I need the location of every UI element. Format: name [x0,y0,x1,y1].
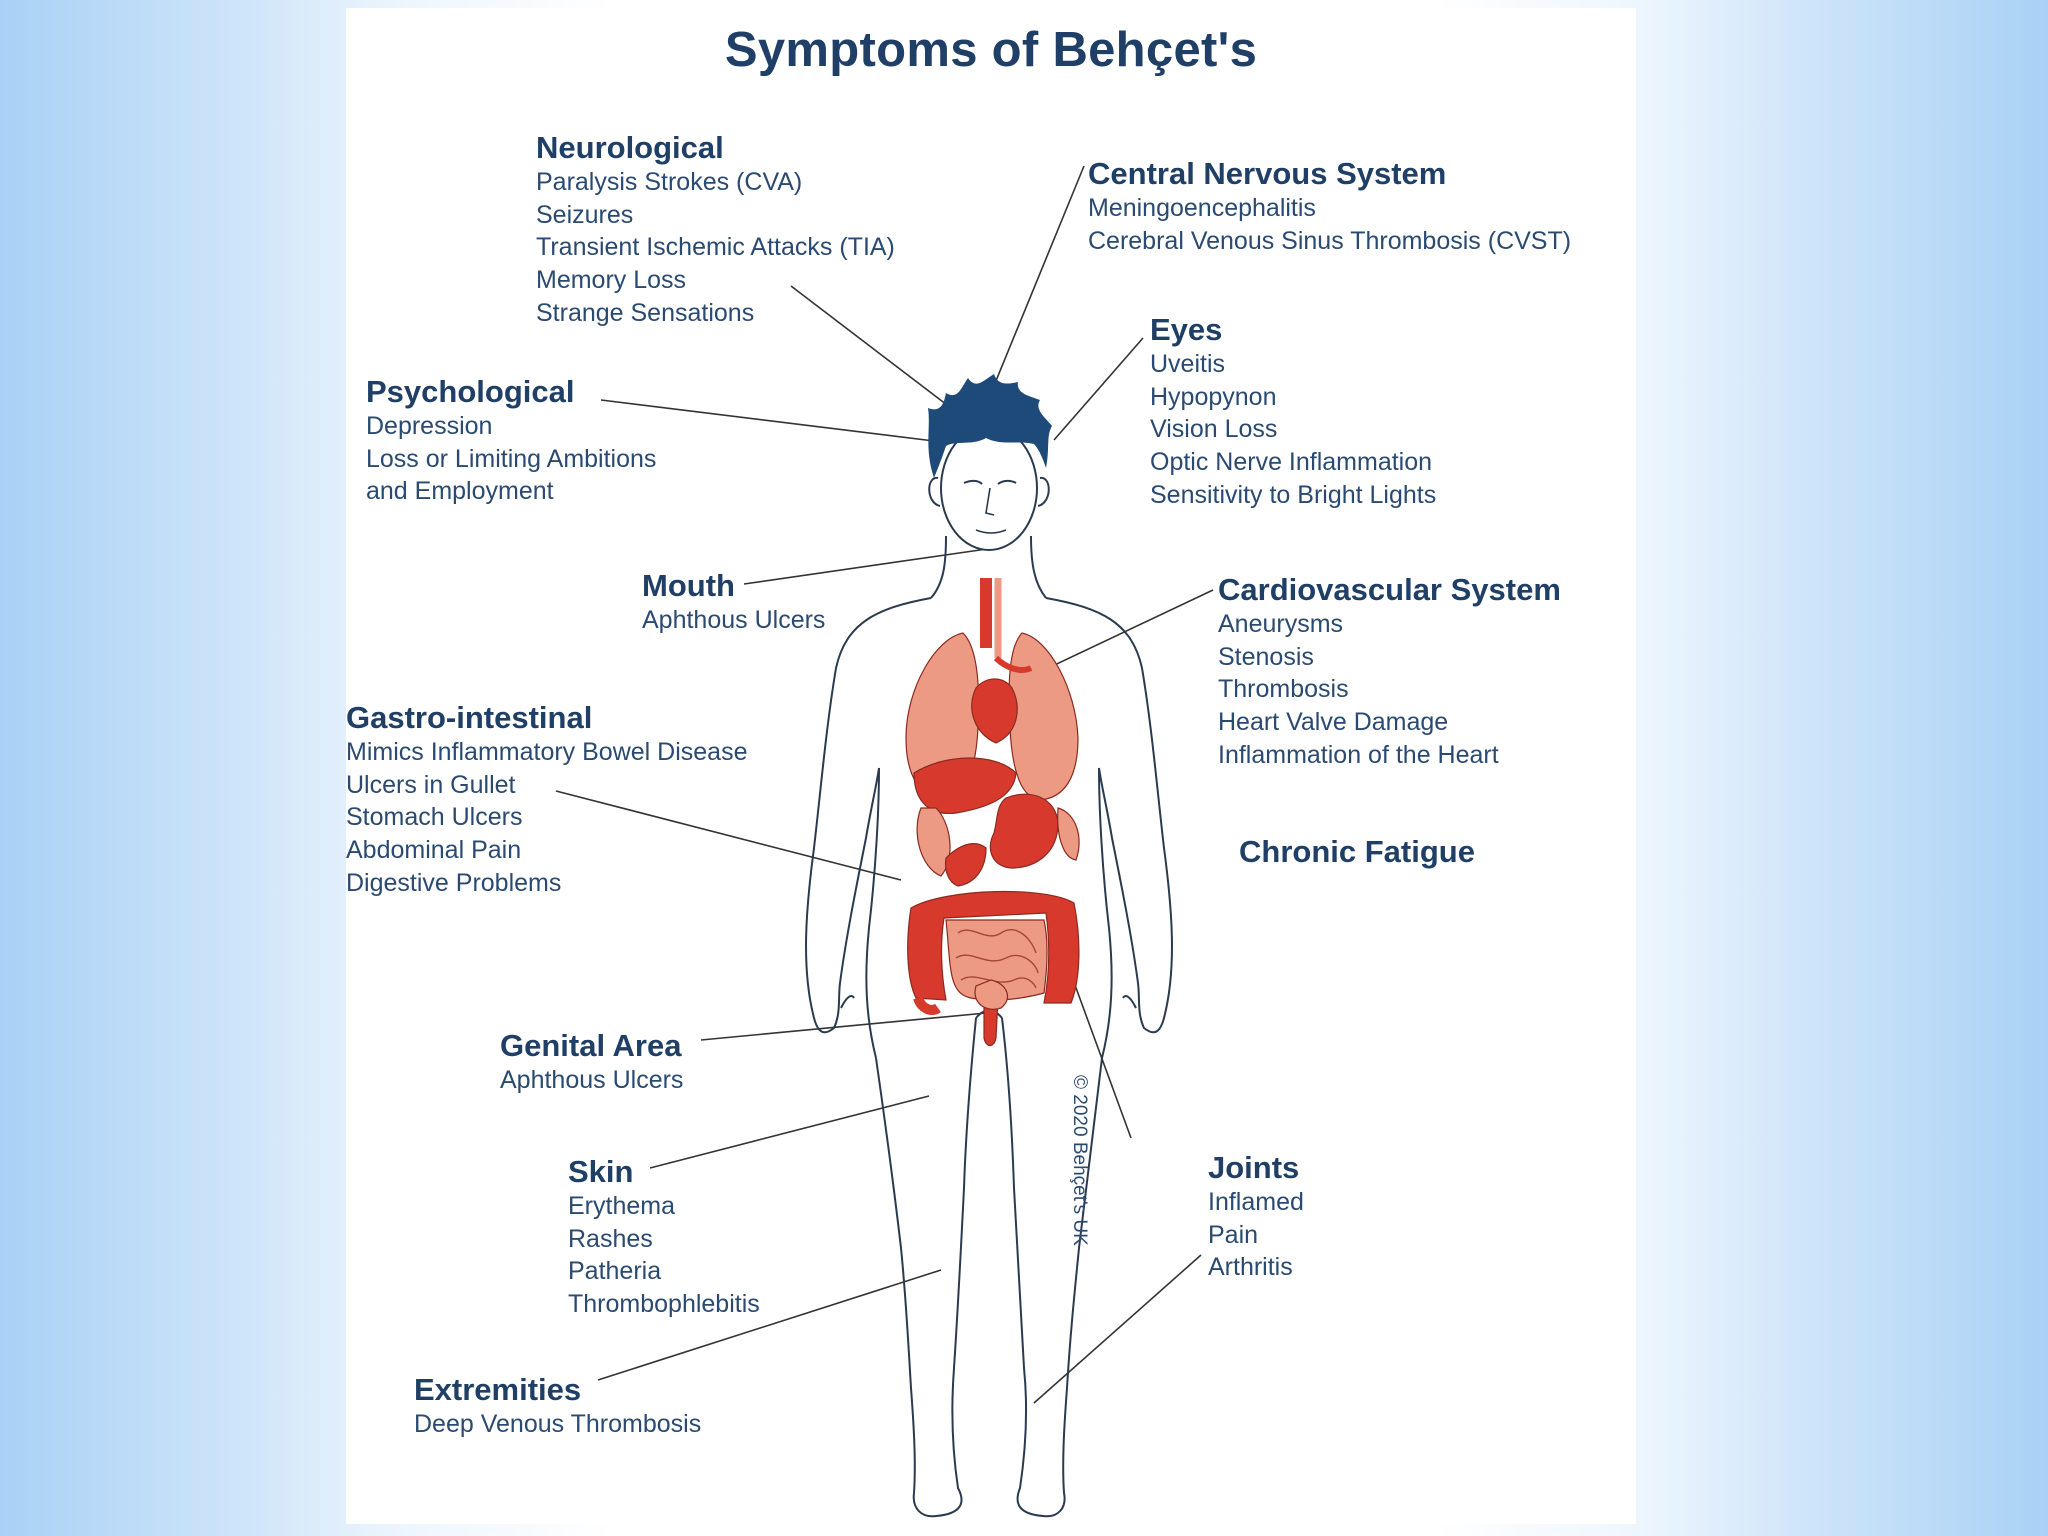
page-title: Symptoms of Behçet's [724,23,1258,77]
skin-item: Thrombophlebitis [568,1290,760,1319]
group-cns: Central Nervous System Meningoencephalit… [1088,156,1571,257]
group-genital: Genital Area Aphthous Ulcers [500,1028,683,1097]
group-mouth: Mouth Aphthous Ulcers [642,568,825,637]
gastro-item: Mimics Inflammatory Bowel Disease [346,738,748,766]
cardiovascular-item: Heart Valve Damage [1218,708,1449,737]
skin-item: Rashes [568,1224,653,1253]
leader-eyes [1053,337,1144,441]
leader-lines [555,165,1214,1404]
extremities-item: Deep Venous Thrombosis [414,1410,702,1438]
neurological-item: Memory Loss [536,266,687,295]
gastro-item: Digestive Problems [346,868,562,897]
skin-item: Erythema [568,1192,675,1220]
joints-item: Pain [1208,1220,1259,1249]
joints-item: Inflamed [1208,1188,1304,1216]
cns-heading: Central Nervous System [1088,156,1447,191]
extremities-heading: Extremities [414,1372,582,1407]
gastro-item: Ulcers in Gullet [346,770,516,799]
eyes-item: Hypopynon [1150,382,1277,411]
leader-joints-upper [1067,965,1132,1139]
psychological-item: Loss or Limiting Ambitions [366,444,657,473]
group-extremities: Extremities Deep Venous Thrombosis [414,1372,701,1441]
skin-heading: Skin [568,1154,634,1189]
leader-genital [700,1012,987,1041]
head [928,374,1052,551]
leader-neurological [790,285,952,409]
joints-item: Arthritis [1208,1253,1293,1282]
chronic-fatigue-label: Chronic Fatigue [1239,834,1475,869]
leader-extremities [597,1269,942,1381]
mouth-item: Aphthous Ulcers [642,606,826,634]
neurological-item: Strange Sensations [536,298,755,327]
eyes-item: Optic Nerve Inflammation [1150,448,1433,477]
cardiovascular-item: Stenosis [1218,642,1314,671]
organs [905,578,1080,1047]
group-joints: Joints Inflamed Pain Arthritis [1208,1150,1304,1284]
cardiovascular-item: Aneurysms [1218,610,1344,638]
neurological-item: Transient Ischemic Attacks (TIA) [536,233,895,262]
cns-item: Meningoencephalitis [1088,194,1316,222]
leader-gastro [555,790,902,881]
gastro-item: Abdominal Pain [346,836,522,865]
eyes-item: Sensitivity to Bright Lights [1150,480,1437,509]
gastro-heading: Gastro-intestinal [346,700,593,735]
neurological-heading: Neurological [536,130,724,165]
neurological-item: Paralysis Strokes (CVA) [536,168,803,196]
hair [928,374,1052,478]
cardiovascular-item: Thrombosis [1218,675,1349,704]
cns-item: Cerebral Venous Sinus Thrombosis (CVST) [1088,226,1572,255]
joints-heading: Joints [1208,1150,1300,1185]
copyright-notice: © 2020 Behçet's UK [1069,1075,1090,1246]
group-neurological: Neurological Paralysis Strokes (CVA) Sei… [536,130,895,330]
diagram-panel: Symptoms of Behçet's Neurological Paraly… [346,8,1636,1524]
group-skin: Skin Erythema Rashes Patheria Thrombophl… [568,1154,760,1321]
psychological-item: and Employment [366,477,554,506]
genital-heading: Genital Area [500,1028,682,1063]
psychological-item: Depression [366,412,493,440]
group-eyes: Eyes Uveitis Hypopynon Vision Loss Optic… [1150,312,1436,512]
cardiovascular-heading: Cardiovascular System [1218,572,1561,607]
genital-item: Aphthous Ulcers [500,1066,684,1094]
group-cardiovascular: Cardiovascular System Aneurysms Stenosis… [1218,572,1561,772]
group-gastro: Gastro-intestinal Mimics Inflammatory Bo… [346,700,748,900]
mouth-heading: Mouth [642,568,735,603]
neurological-item: Seizures [536,200,634,229]
group-psychological: Psychological Depression Loss or Limitin… [366,374,656,508]
leader-joints-lower [1033,1254,1202,1404]
psychological-heading: Psychological [366,374,575,409]
eyes-item: Uveitis [1150,350,1226,378]
leader-mouth [743,547,995,585]
leader-psychological [600,399,935,442]
body-figure [555,165,1214,1518]
cardiovascular-item: Inflammation of the Heart [1218,740,1499,769]
eyes-item: Vision Loss [1150,415,1278,444]
body-outline [805,535,1173,1518]
gastro-item: Stomach Ulcers [346,803,523,832]
eyes-heading: Eyes [1150,312,1223,347]
skin-item: Patheria [568,1257,662,1286]
leader-cns [990,165,1085,394]
